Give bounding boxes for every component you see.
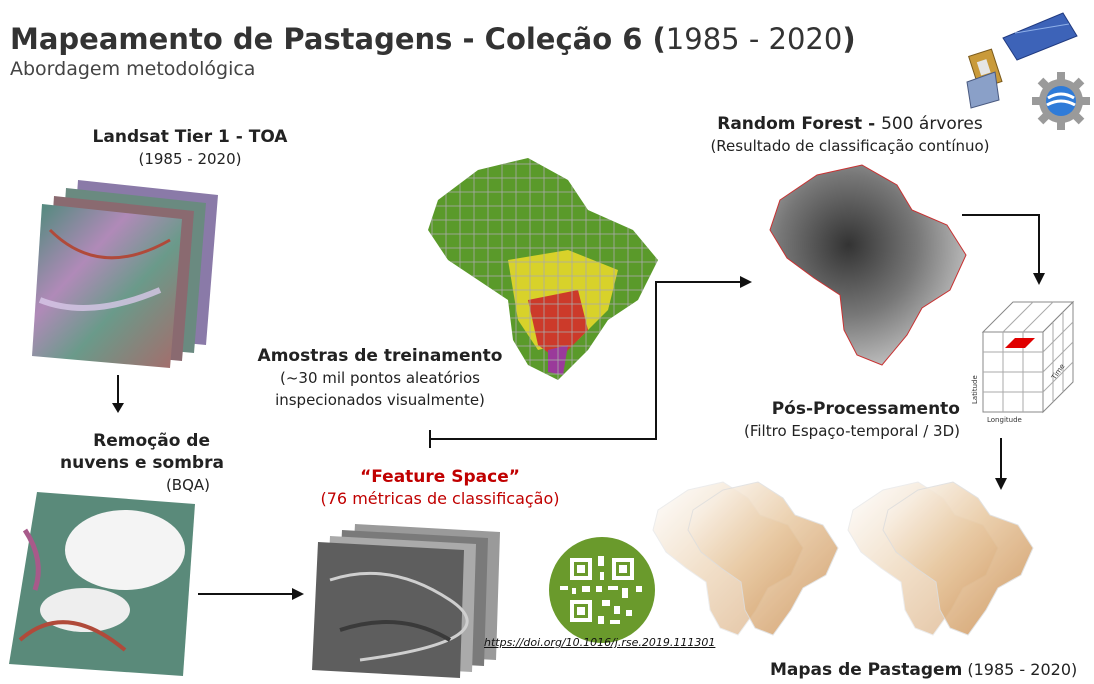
post-processing-note: (Filtro Espaço-temporal / 3D) (744, 422, 960, 440)
cloud-removal-line1: Remoção de (93, 431, 210, 451)
feature-space-title: “Feature Space” (360, 467, 520, 487)
spatiotemporal-cube: Longitude Latitude Time (971, 300, 1075, 424)
page-title: Mapeamento de Pastagens - Coleção 6 (198… (10, 22, 856, 56)
cube-axis-longitude: Longitude (987, 416, 1022, 424)
random-forest-sep: - (862, 114, 882, 134)
arrow-down-2 (995, 438, 1007, 490)
cloud-removal-note: (BQA) (165, 476, 210, 494)
landsat-image-stack (32, 180, 218, 368)
landsat-title: Landsat Tier 1 - TOA (92, 127, 288, 147)
flow-connector (429, 276, 752, 448)
arrow-down-1 (112, 375, 124, 413)
page-subtitle: Abordagem metodológica (10, 58, 256, 80)
feature-space-label: “Feature Space” (76 métricas de classifi… (290, 466, 590, 510)
qr-code-badge[interactable] (548, 536, 656, 644)
earth-engine-logo-icon (1032, 72, 1090, 130)
title-close: ) (842, 22, 856, 56)
cloud-removal-line2: nuvens e sombra (60, 453, 224, 473)
samples-line1: (~30 mil pontos aleatórios (279, 369, 480, 387)
pasture-maps-label: Mapas de Pastagem (1985 - 2020) (770, 660, 1077, 680)
feature-space-stack (312, 524, 500, 678)
doi-link[interactable]: https://doi.org/10.1016/j.rse.2019.11130… (484, 636, 716, 649)
brazil-samples-map (428, 158, 658, 380)
cube-axis-latitude: Latitude (971, 375, 979, 404)
arrow-right-1 (198, 588, 304, 600)
random-forest-title: Random Forest (717, 114, 863, 134)
post-processing-label: Pós-Processamento (Filtro Espaço-tempora… (680, 398, 960, 442)
satellite-icon (966, 12, 1078, 109)
landsat-label: Landsat Tier 1 - TOA (1985 - 2020) (80, 126, 300, 170)
arrow-to-cube (962, 214, 1045, 285)
samples-title: Amostras de treinamento (257, 346, 503, 366)
feature-space-note: (76 métricas de classificação) (320, 489, 560, 508)
pasture-maps-years: (1985 - 2020) (962, 660, 1078, 679)
pasture-maps-stack (652, 481, 1034, 636)
random-forest-result-map (769, 164, 967, 366)
title-bold: Mapeamento de Pastagens - Coleção 6 ( (10, 22, 666, 56)
landsat-years: (1985 - 2020) (138, 150, 242, 168)
pasture-maps-title: Mapas de Pastagem (770, 660, 963, 680)
samples-line2: inspecionados visualmente) (275, 391, 485, 409)
cloud-removed-image (9, 492, 195, 676)
random-forest-label: Random Forest - 500 árvores (Resultado d… (670, 113, 1030, 157)
title-years: 1985 - 2020 (665, 22, 843, 56)
post-processing-title: Pós-Processamento (771, 399, 960, 419)
samples-label: Amostras de treinamento (~30 mil pontos … (240, 345, 520, 411)
random-forest-note: (Resultado de classificação contínuo) (710, 137, 990, 155)
cloud-removal-label: Remoção de nuvens e sombra (BQA) (60, 430, 224, 496)
random-forest-trees: 500 árvores (881, 114, 983, 134)
